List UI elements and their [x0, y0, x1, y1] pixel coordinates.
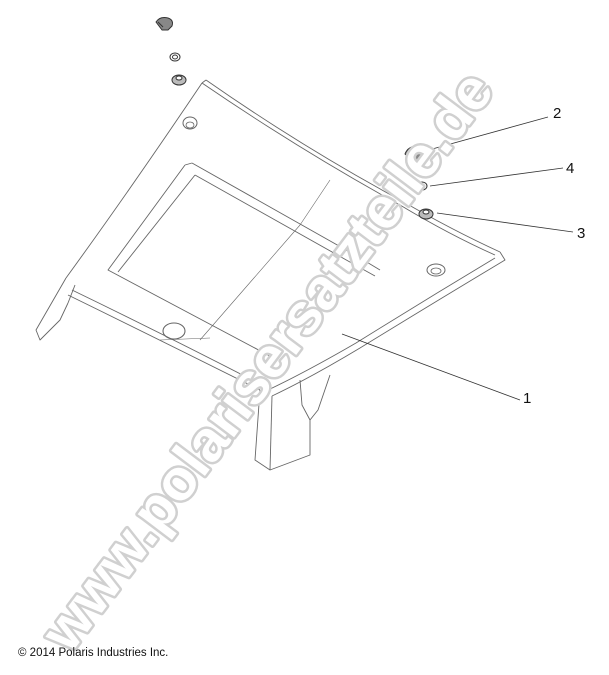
wing-nut-icon — [155, 17, 173, 31]
leader-lines — [341, 116, 574, 401]
wing-nut-icon — [404, 145, 425, 161]
callout-1: 1 — [523, 390, 532, 407]
cover-panel — [35, 79, 506, 471]
washer-icon — [416, 181, 428, 191]
copyright-text: © 2014 Polaris Industries Inc. — [18, 647, 169, 659]
callout-4: 4 — [566, 160, 575, 177]
callout-3: 3 — [577, 225, 586, 242]
grommet-icon — [171, 74, 187, 86]
grommet-icon — [418, 208, 434, 220]
callout-2: 2 — [553, 105, 562, 122]
washer-icon — [169, 52, 181, 62]
